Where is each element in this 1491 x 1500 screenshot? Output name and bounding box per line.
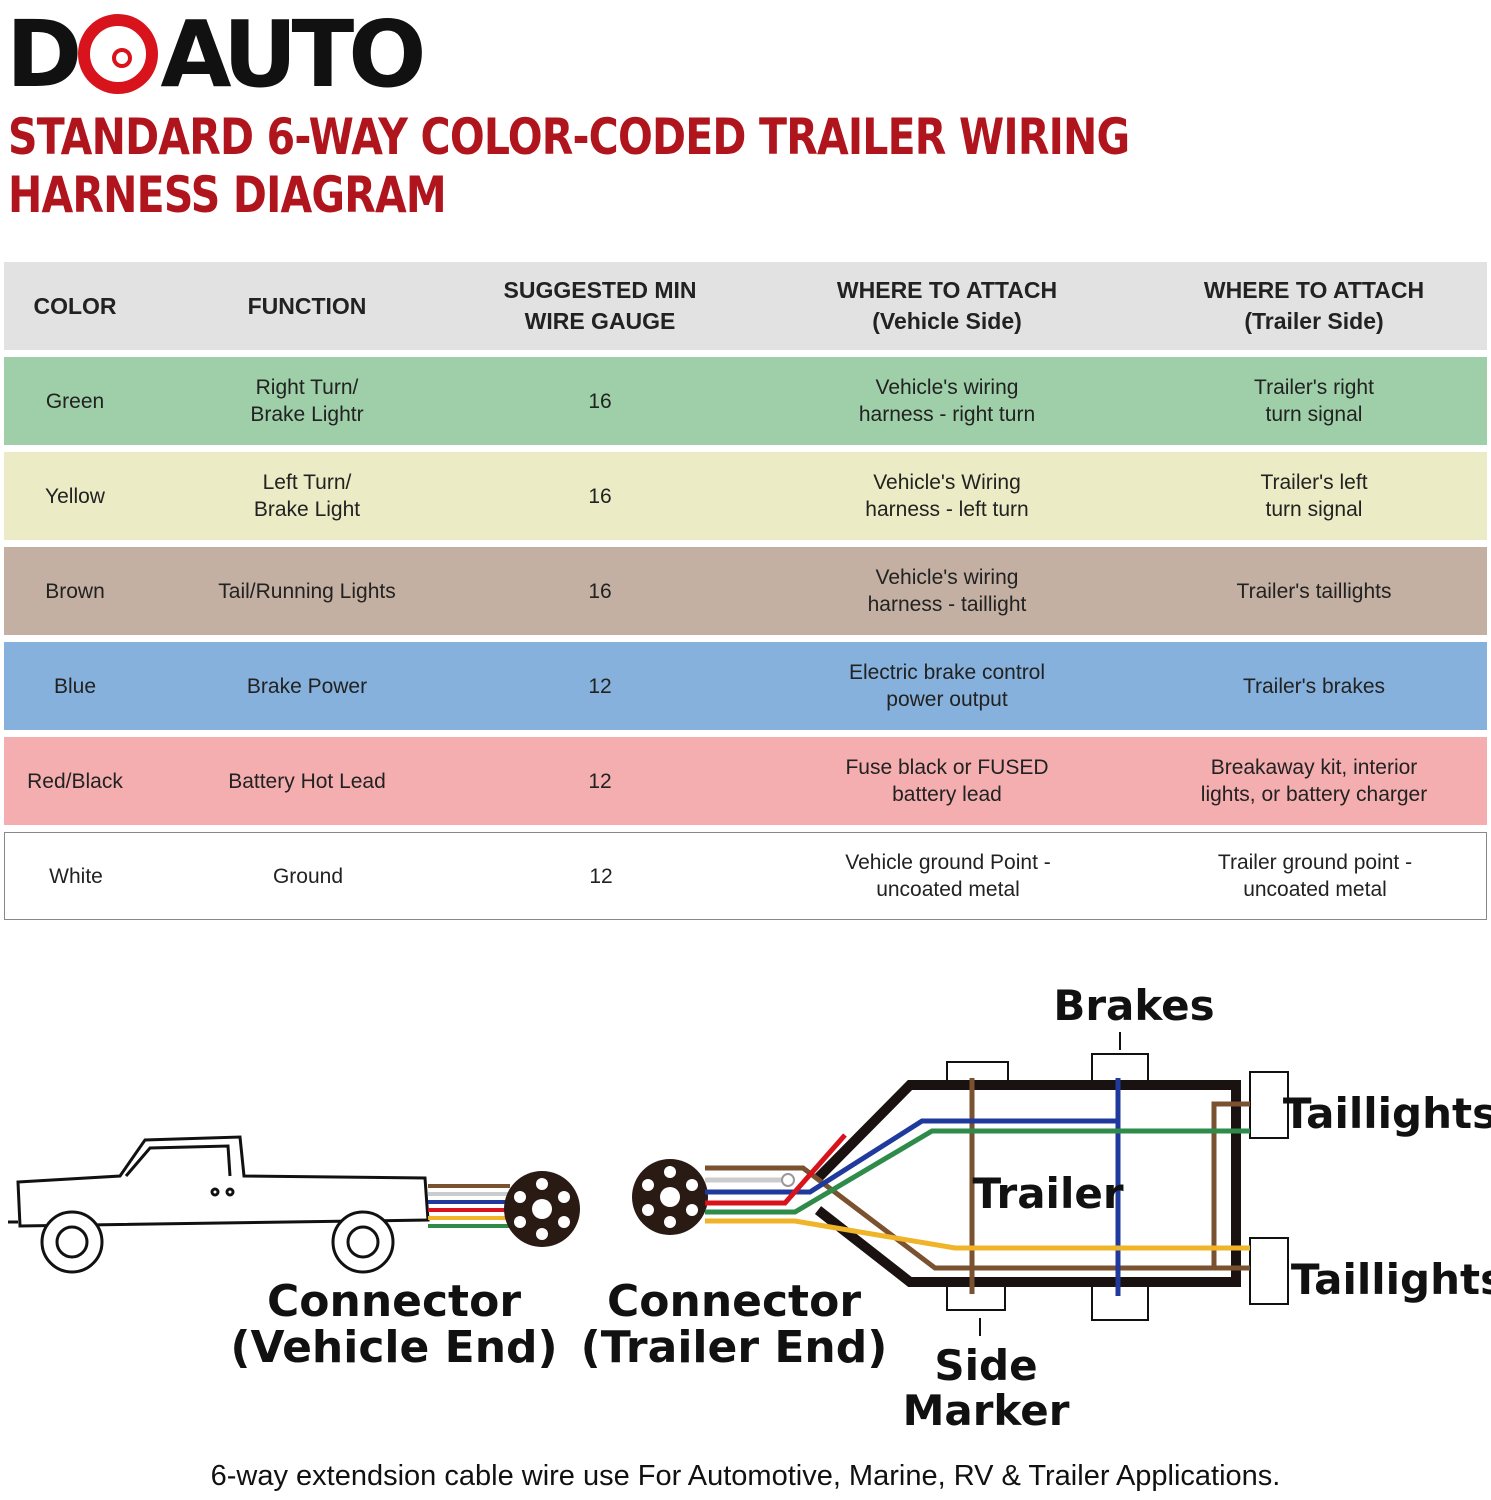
trailer-connector-icon [632,1159,708,1235]
header-function: FUNCTION [247,292,367,319]
truck-icon [8,1135,430,1274]
cell-vehicle-side: Electric brake control power output [848,661,1046,711]
cell-color: Green [45,389,105,413]
cell-trailer-side: Trailer's taillights [1236,579,1392,603]
cell-gauge: 12 [588,674,612,698]
cell-vehicle-side: Vehicle's wiring harness - taillight [867,566,1027,616]
table-row: Brown Tail/Running Lights 16 Vehicle's wiri… [4,547,1487,635]
cell-function: Ground [272,864,344,888]
label-brakes: Brakes [1053,981,1214,1030]
label-connector-vehicle-1: Connector [267,1276,521,1327]
logo-wheel-icon [78,14,159,94]
table-row: Blue Brake Power 12 Electric brake control … [4,642,1487,730]
header-gauge: SUGGESTED MIN WIRE GAUGE [503,277,697,334]
cell-vehicle-side: Vehicle's wiring harness - right turn [858,376,1036,426]
footer-caption: 6-way extendsion cable wire use For Auto… [210,1460,1281,1492]
cell-gauge: 12 [588,769,612,793]
table-row: Green Right Turn/ Brake Lightr 16 Vehicle's… [4,357,1487,445]
vehicle-cable [428,1184,510,1228]
cell-color: Blue [53,674,97,698]
taillight-bottom-icon [1249,1237,1289,1305]
table-row: Yellow Left Turn/ Brake Light 16 Vehicle's … [4,452,1487,540]
cell-color: Brown [45,579,105,603]
cell-color: White [49,864,103,888]
header-vehicle-side: WHERE TO ATTACH (Vehicle Side) [836,277,1058,334]
cell-gauge: 16 [588,389,612,413]
title-line-1: STANDARD 6-WAY COLOR-CODED TRAILER WIRIN… [8,108,1130,166]
title-line-2: HARNESS DIAGRAM [8,166,447,224]
header-trailer-side: WHERE TO ATTACH (Trailer Side) [1203,277,1425,334]
page-title: STANDARD 6-WAY COLOR-CODED TRAILER WIRIN… [8,108,1130,224]
cell-vehicle-side: Fuse black or FUSED battery lead [845,756,1049,806]
label-connector-trailer-1: Connector [607,1276,861,1327]
table-header: COLOR FUNCTION SUGGESTED MIN WIRE GAUGE … [4,262,1487,350]
cell-function: Brake Power [246,674,368,698]
cell-trailer-side: Trailer's brakes [1242,674,1386,698]
trailer-wires [705,1078,1250,1296]
cell-function: Right Turn/ Brake Lightr [250,376,364,426]
cell-trailer-side: Breakaway kit, interior lights, or batte… [1200,756,1428,806]
table-row: Red/Black Battery Hot Lead 12 Fuse black or… [4,737,1487,825]
cell-vehicle-side: Vehicle's Wiring harness - left turn [865,471,1029,521]
cell-trailer-side: Trailer ground point - uncoated metal [1217,851,1413,901]
cell-vehicle-side: Vehicle ground Point - uncoated metal [845,851,1051,901]
label-side-marker-2: Marker [903,1386,1070,1435]
vehicle-connector-icon [504,1171,580,1247]
cell-gauge: 16 [588,579,612,603]
cell-color: Yellow [45,484,105,508]
cell-function: Left Turn/ Brake Light [253,471,361,521]
cell-function: Tail/Running Lights [218,579,396,603]
cell-trailer-side: Trailer's left turn signal [1260,471,1368,521]
label-connector-trailer-2: (Trailer End) [581,1322,888,1373]
label-connector-vehicle-2: (Vehicle End) [230,1322,557,1373]
label-taillights-bottom: Taillights [1291,1255,1491,1304]
cell-color: Red/Black [27,769,123,793]
logo-d: D [6,0,82,108]
cell-gauge: 16 [588,484,612,508]
cell-trailer-side: Trailer's right turn signal [1254,376,1374,426]
label-trailer: Trailer [972,1169,1123,1218]
cell-function: Battery Hot Lead [228,769,386,793]
label-side-marker-1: Side [934,1341,1037,1390]
header-color: COLOR [33,292,117,319]
logo-auto: AUTO [160,0,426,108]
taillight-top-icon [1249,1071,1289,1139]
label-taillights-top: Taillights [1283,1089,1491,1138]
brand-logo: D AUTO [6,1,426,108]
table-row: White Ground 12 Vehicle ground Point - unco… [4,832,1487,920]
cell-gauge: 12 [589,864,613,888]
